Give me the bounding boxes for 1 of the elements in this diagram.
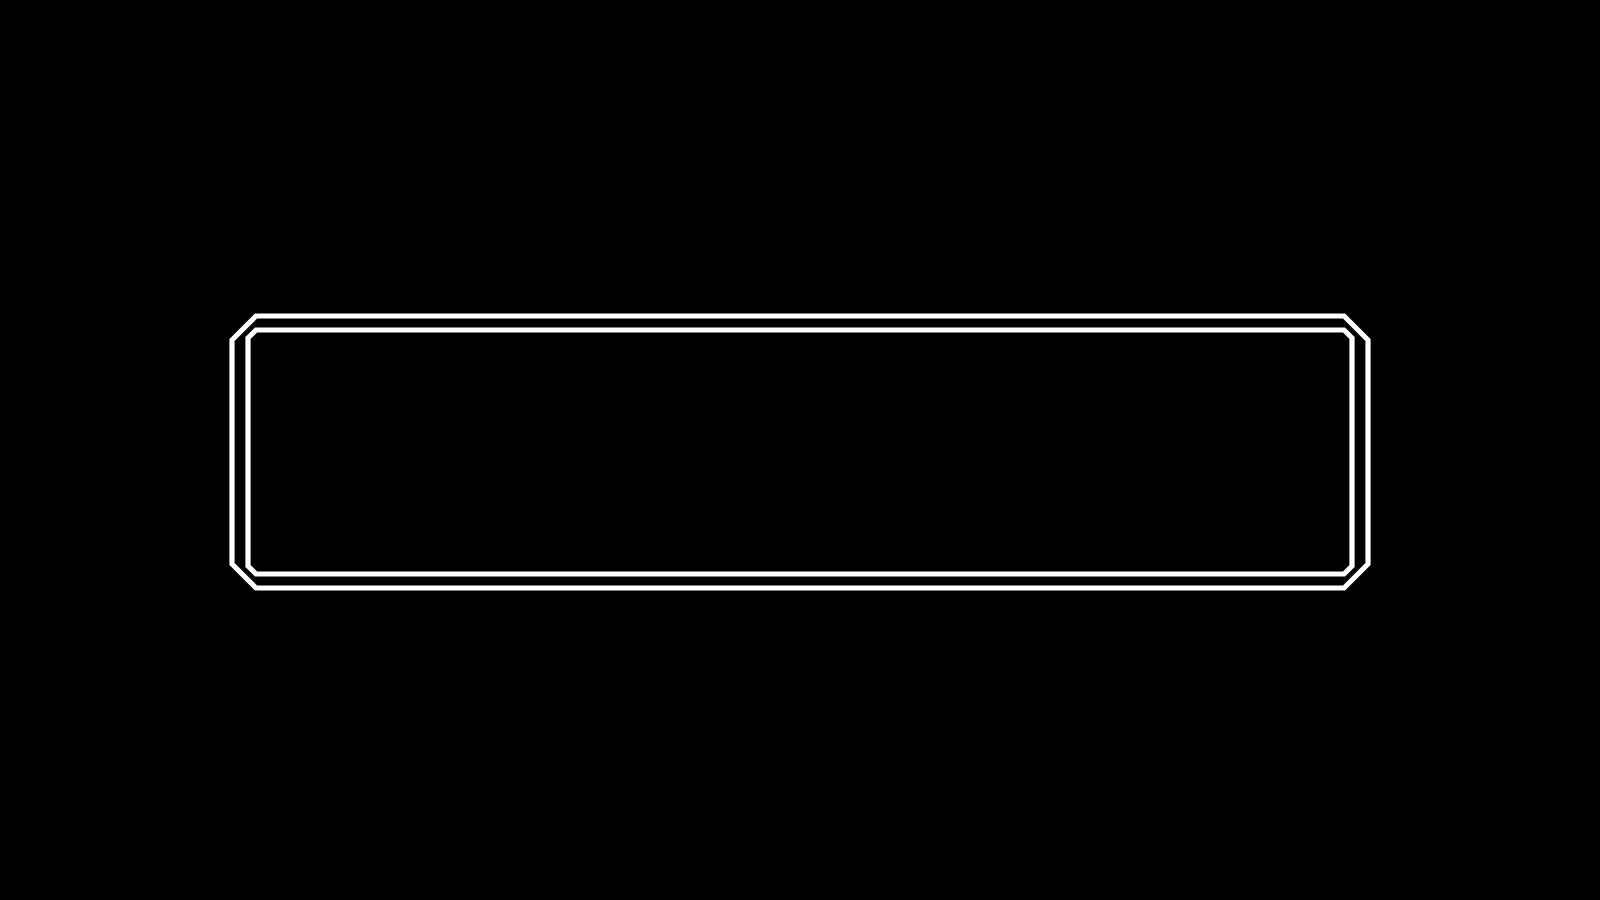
frame-box (229, 313, 1371, 591)
